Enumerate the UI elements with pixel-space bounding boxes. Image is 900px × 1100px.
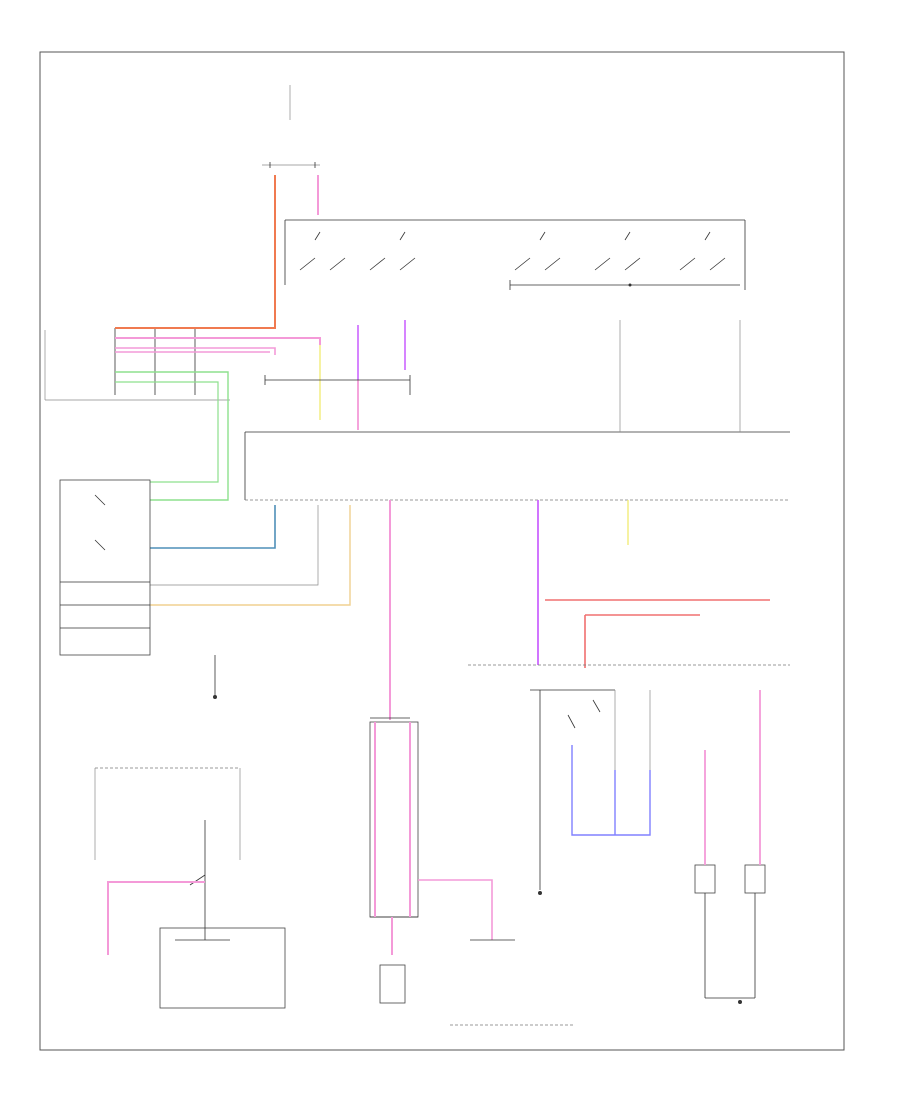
wire-orange-feed [115,175,276,329]
fuse-block [262,85,320,168]
brake-pressure-switch [694,864,766,1004]
switch-contacts [299,231,726,271]
wire-green-2 [115,381,219,483]
wire-gray-1 [150,505,319,586]
body-control-module [244,320,790,501]
wire-pink-right [418,879,493,940]
wire-purple [571,745,651,836]
transmission-range-sensor [94,767,286,1009]
left-connector [44,328,230,401]
wire-pink-left-low [107,881,205,955]
ignition-switch-assembly [284,219,746,290]
wire-green [115,371,229,501]
brake-switch-module [59,479,217,699]
shift-lock-relay [530,689,651,895]
wire-pink-mid [115,347,276,355]
wire-pink-feed [115,175,321,345]
wire-red [545,599,770,668]
diagram-frame [39,51,845,1051]
wire-pink-tcm [374,722,411,917]
wire-tan [150,505,351,606]
wire-blue [150,505,276,549]
bottom-module [379,939,575,1026]
